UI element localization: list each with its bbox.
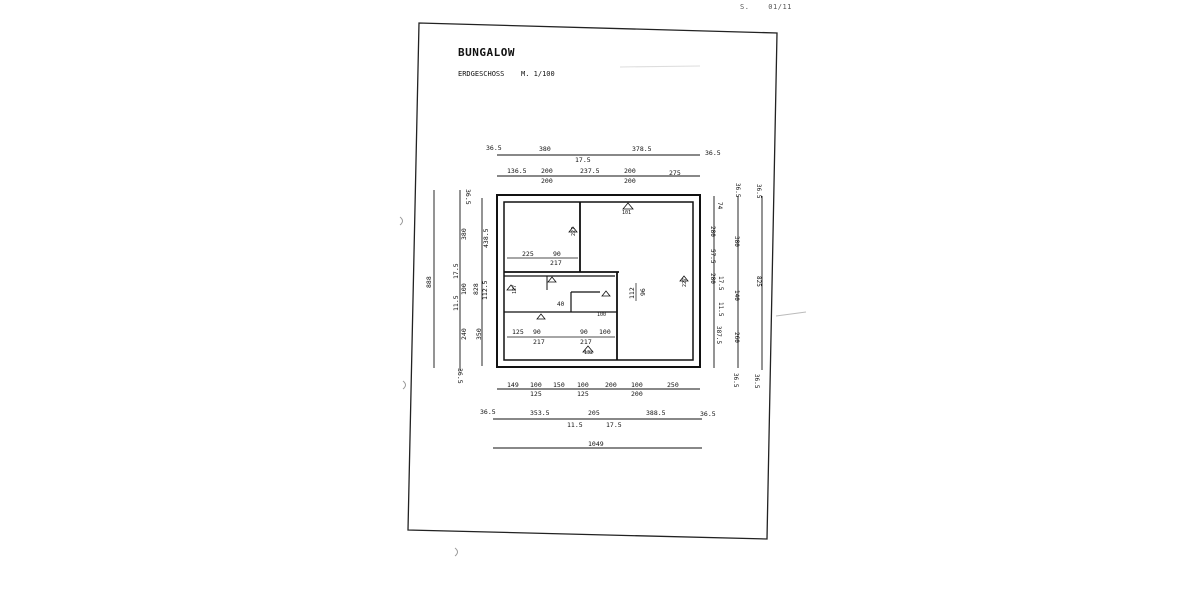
inner-wall [503,201,694,361]
room-marker: 100 [597,312,606,318]
dim-label: 200 [624,177,636,185]
dim-label: 100 [631,381,643,389]
dim-label: 260 [733,332,740,343]
dim-label: 350 [475,328,483,340]
floor-label: ERDGESCHOSS [458,70,505,78]
paper-border [407,22,778,540]
dim-label: 275 [669,169,681,177]
dim-label: 149 [507,381,519,389]
door-marker [582,345,594,353]
scan-mark [402,380,406,390]
dim-label: 200 [631,390,643,398]
scan-mark [454,547,458,557]
dim-label: 200 [541,177,553,185]
room-dim-label: 90 [533,328,541,336]
dim-label: 200 [605,381,617,389]
dim-label: 74 [716,202,723,210]
dim-label: 100 [530,381,542,389]
dim-label: 36.5 [753,374,760,389]
dim-label: 36.5 [734,183,741,198]
dim-label: 36.5 [705,149,721,157]
dim-label: 11.5 [717,302,724,317]
dim-label: 125 [577,390,589,398]
dim-label: 378.5 [632,145,652,153]
dim-label: 353.5 [530,409,550,417]
door-marker [622,202,634,210]
dim-label: 36.5 [480,408,496,416]
dim-label: 280 [709,226,716,237]
dim-label: 888 [425,276,433,288]
dim-label: 100 [577,381,589,389]
dim-label: 36.5 [732,373,739,388]
dim-label: 825 [755,276,762,287]
room-dim-label: 125 [512,328,524,336]
dim-label: 237.5 [580,167,600,175]
dim-label: 828 [472,283,480,295]
dim-label: 57.5 [709,249,716,264]
dim-label: 36.5 [755,184,762,199]
room-dim-label: 217 [580,338,592,346]
dim-label: 387.5 [715,326,722,344]
dim-label: 250 [667,381,679,389]
scan-mark [399,216,403,226]
door-marker [601,290,611,297]
dim-label: 11.5 [567,421,583,429]
room-dim-label: 100 [599,328,611,336]
dim-label: 380 [733,236,740,247]
door-marker [506,284,516,291]
room-dim-label: 217 [550,259,562,267]
room-dim-label: 90 [580,328,588,336]
room-dim-label: 90 [553,250,561,258]
dim-label: 17.5 [452,263,460,279]
dim-label: 380 [460,228,468,240]
scan-mark [775,311,807,317]
drawing-title: BUNGALOW [458,46,515,59]
room-marker: 101 [622,210,631,216]
outer-wall [496,194,701,368]
dim-label: 200 [624,167,636,175]
room-dim-label: 217 [533,338,545,346]
dim-label: 205 [588,409,600,417]
dim-label: 200 [541,167,553,175]
dim-label: 11.5 [452,295,460,311]
door-marker [679,275,689,282]
door-marker [568,226,578,233]
dim-label: 380 [539,145,551,153]
dim-label: 100 [460,283,468,295]
room-marker: 127 [512,285,518,294]
dim-label: 112.5 [481,280,489,300]
scale-label: M. 1/100 [521,70,555,78]
dim-label: 36.5 [700,410,716,418]
dim-label: 17.5 [606,421,622,429]
dim-label: 388.5 [646,409,666,417]
scan-mark [619,65,701,68]
page-number: S. 01/11 [740,3,792,11]
dim-label: 36.5 [456,368,464,384]
room-dim-label: 96 [639,288,647,296]
room-dim-label: 225 [522,250,534,258]
dim-label: 17.5 [575,156,591,164]
dim-label: 140 [733,290,740,301]
dim-label: 280 [709,273,716,284]
room-dim-label: 112 [628,287,636,299]
dim-label: 125 [530,390,542,398]
dim-label: 136.5 [507,167,527,175]
room-marker: 227 [571,227,577,236]
dim-label: 438.5 [482,228,490,248]
room-marker: 132 [584,350,593,356]
dim-label: 240 [460,328,468,340]
dim-label: 17.5 [717,276,724,291]
dim-label: 36.5 [486,144,502,152]
dim-label: 36.5 [464,189,472,205]
door-marker [536,313,546,320]
dim-label: 1049 [588,440,604,448]
room-dim-label: 40 [557,301,565,308]
room-marker: 227 [682,278,688,287]
door-marker [547,276,557,283]
dim-label: 150 [553,381,565,389]
